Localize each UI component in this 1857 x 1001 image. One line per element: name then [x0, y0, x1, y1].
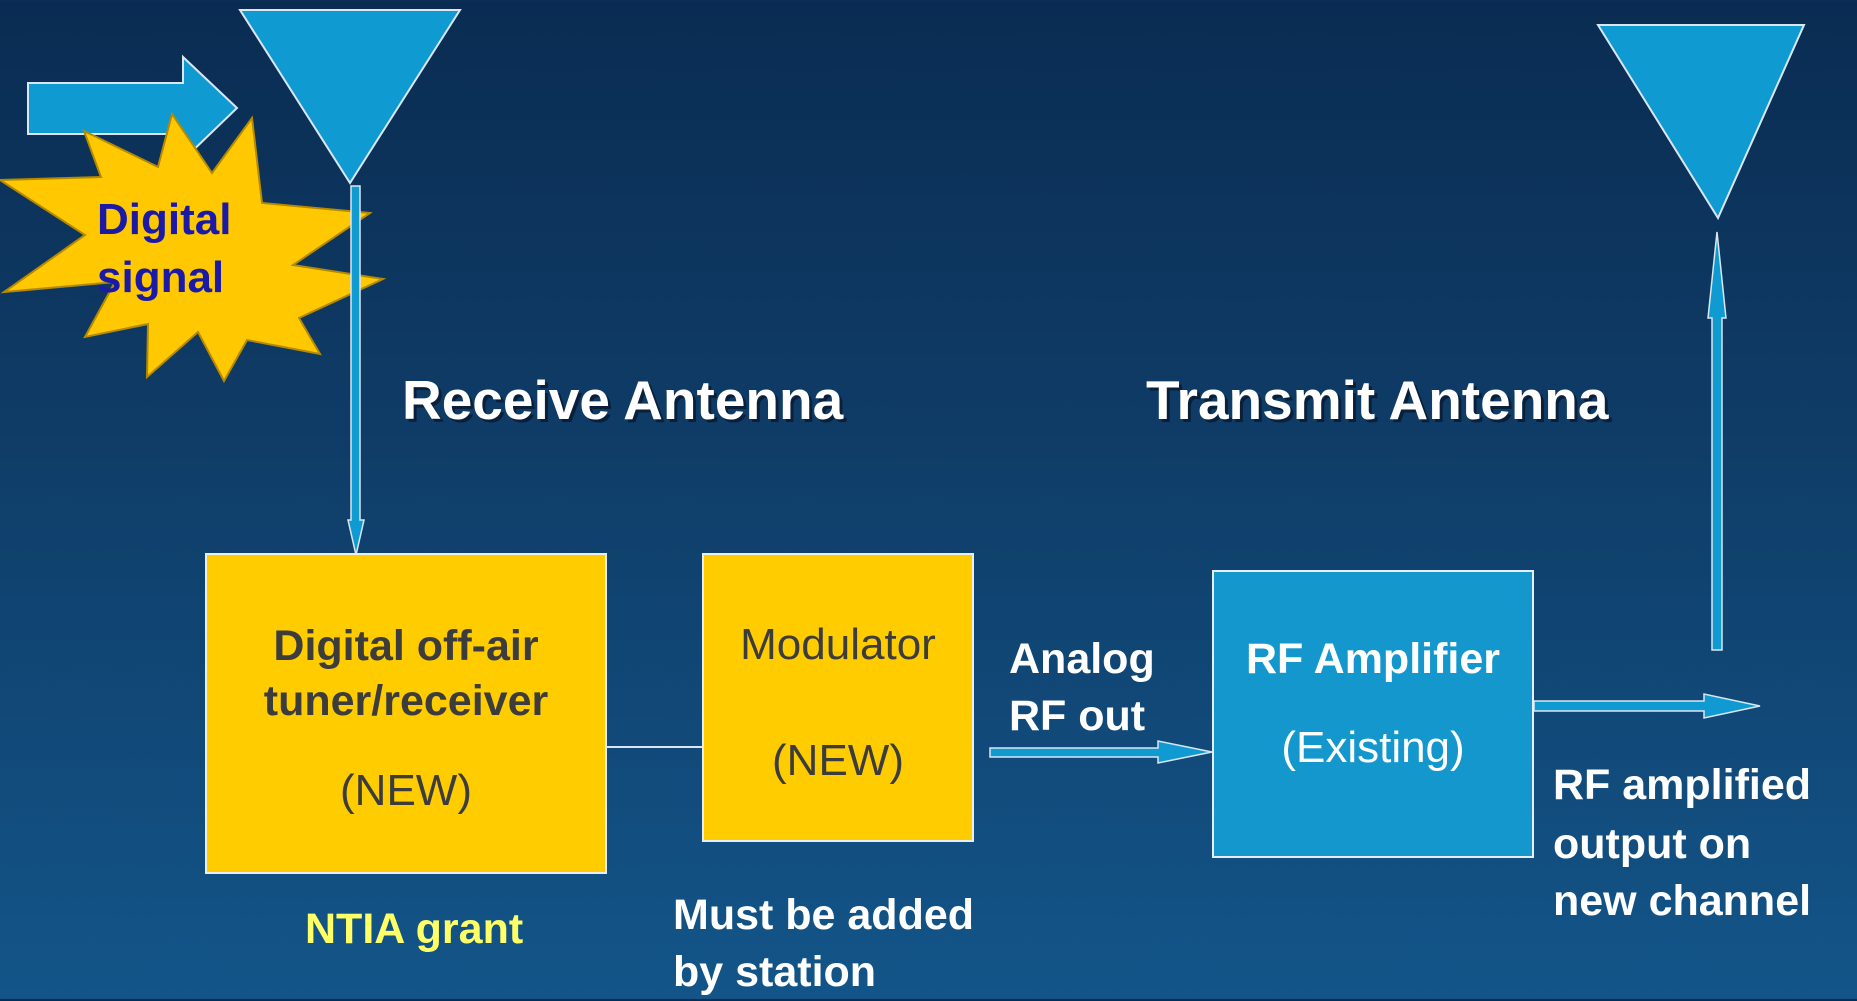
must-be-added-line1: Must be added	[673, 891, 975, 939]
analog-rf-label-line1: Analog	[1009, 635, 1155, 683]
rf-output-label-line2: output on	[1553, 820, 1752, 868]
tuner-label-line2: tuner/receiver	[263, 677, 549, 725]
tuner-label-line1: Digital off-air	[273, 622, 539, 670]
transmit-antenna-heading: Transmit Antenna	[1146, 369, 1609, 431]
must-be-added-line2: by station	[673, 948, 877, 996]
tuner-status: (NEW)	[340, 766, 472, 815]
transmit-antenna-icon	[1596, 24, 1806, 221]
rf-amplifier-box: RF Amplifier (Existing)	[1212, 570, 1534, 858]
analog-rf-arrow	[989, 740, 1213, 764]
amplifier-status: (Existing)	[1281, 723, 1465, 772]
receive-antenna-icon	[238, 9, 462, 185]
amplifier-title: RF Amplifier	[1245, 635, 1501, 683]
modulator-status: (NEW)	[772, 736, 904, 785]
burst-label-line2: signal	[97, 253, 225, 302]
rf-output-label-line3: new channel	[1553, 877, 1812, 925]
receive-feed-arrow	[347, 185, 365, 556]
rf-output-label-line1: RF amplified	[1553, 761, 1812, 809]
ntia-grant-label: NTIA grant	[305, 905, 524, 953]
amplifier-output-arrow	[1533, 693, 1761, 719]
modulator-title: Modulator	[740, 620, 936, 669]
analog-rf-label-line2: RF out	[1009, 692, 1146, 740]
burst-label-line1: Digital	[97, 195, 232, 244]
transmit-feed-arrow	[1707, 231, 1727, 651]
modulator-box: Modulator (NEW)	[702, 553, 974, 842]
receive-antenna-heading: Receive Antenna	[402, 369, 844, 431]
incoming-signal-arrow	[27, 54, 239, 163]
tuner-receiver-box: Digital off-air tuner/receiver (NEW)	[205, 553, 607, 874]
